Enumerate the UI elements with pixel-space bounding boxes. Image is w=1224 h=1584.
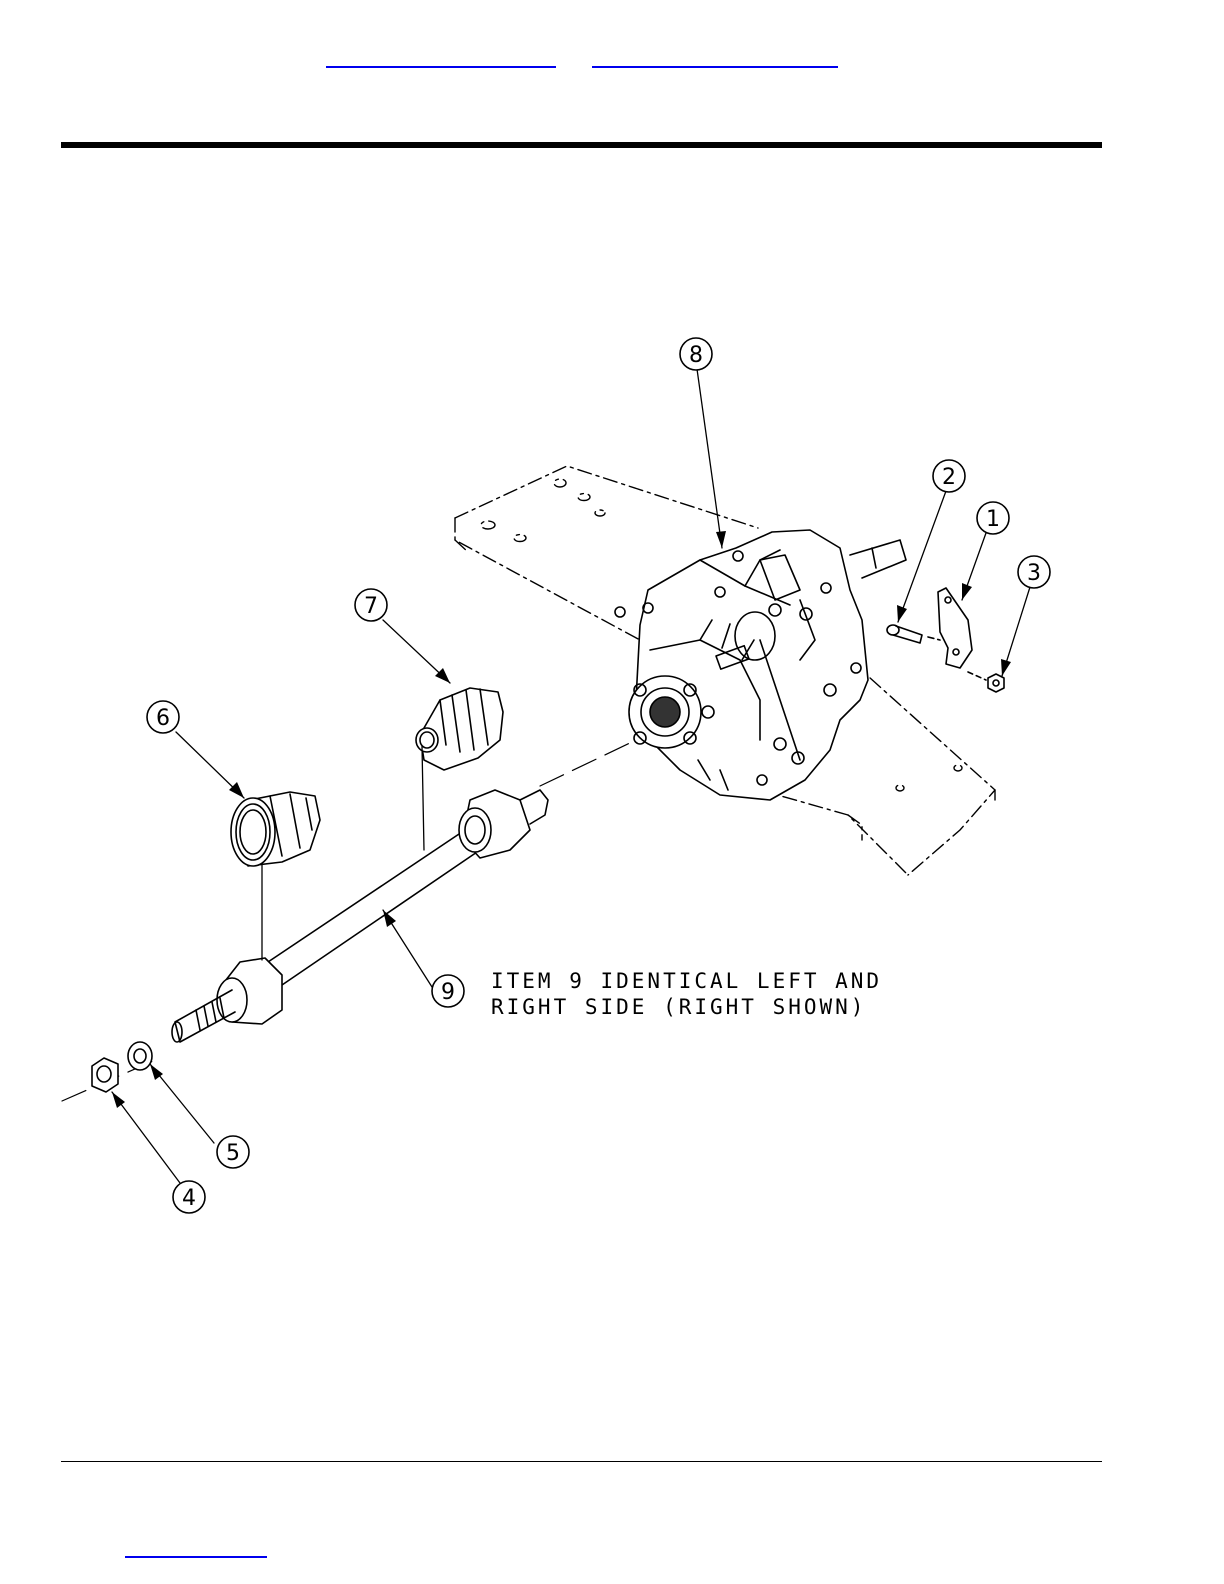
part-6-boot: [231, 792, 320, 866]
callout-3: 3: [1018, 556, 1050, 588]
callout-4: 4: [173, 1181, 205, 1213]
svg-text:9: 9: [441, 980, 455, 1005]
callout-8: 8: [680, 338, 712, 370]
callout-5: 5: [217, 1136, 249, 1168]
callout-balloons: 1 2 3 4 5 6 7 8: [147, 338, 1050, 1213]
figure-note: ITEM 9 IDENTICAL LEFT AND RIGHT SIDE (RI…: [491, 969, 882, 1019]
part-5-washer: [128, 1042, 152, 1070]
leader-lines: [112, 369, 1030, 1183]
svg-text:7: 7: [364, 594, 378, 619]
callout-2: 2: [933, 460, 965, 492]
callout-6: 6: [147, 701, 179, 733]
part-1-bracket: [938, 588, 972, 668]
note-line-1: ITEM 9 IDENTICAL LEFT AND: [491, 969, 882, 993]
part-7-boot: [416, 688, 503, 770]
svg-text:3: 3: [1027, 561, 1041, 586]
part-4-nut: [92, 1058, 118, 1092]
callout-7: 7: [355, 589, 387, 621]
callout-1: 1: [977, 502, 1009, 534]
callout-9: 9: [432, 975, 464, 1007]
svg-text:1: 1: [986, 507, 1000, 532]
svg-text:4: 4: [182, 1186, 196, 1211]
part-3-nut: [968, 672, 1004, 692]
footer-rule: [61, 1461, 1102, 1462]
svg-text:5: 5: [226, 1141, 240, 1166]
footer-link[interactable]: [125, 1556, 267, 1558]
svg-text:2: 2: [942, 465, 956, 490]
transaxle-assembly: [615, 530, 906, 800]
svg-text:6: 6: [156, 706, 170, 731]
svg-text:8: 8: [689, 343, 703, 368]
part-2-bolt: [887, 625, 940, 643]
note-line-2: RIGHT SIDE (RIGHT SHOWN): [491, 995, 866, 1019]
